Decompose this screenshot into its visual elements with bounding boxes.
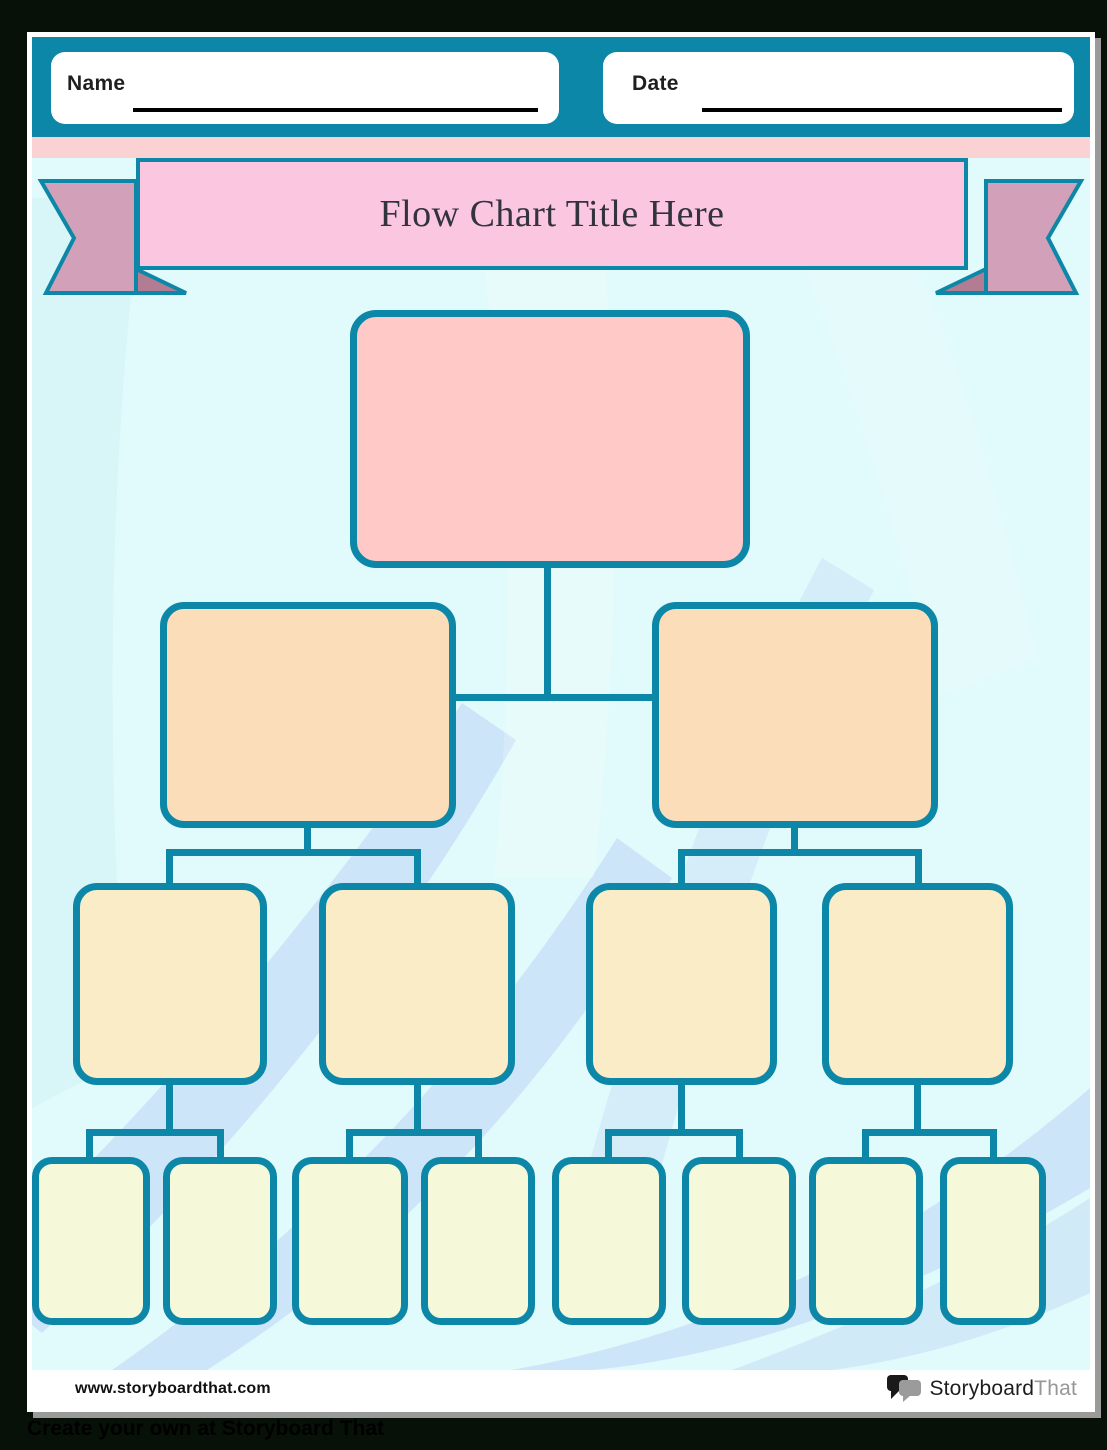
ribbon-fold-left	[134, 265, 187, 295]
connector-l2a-drop2	[414, 849, 421, 887]
connector-l1-horizontal	[456, 694, 654, 701]
flow-chart-title: Flow Chart Title Here	[379, 193, 725, 235]
speech-bubbles-icon	[887, 1374, 922, 1402]
logo-text-storyboard: Storyboard	[929, 1376, 1035, 1400]
connector-l3b-stem	[414, 1083, 421, 1136]
connector-l2a-stem	[304, 826, 311, 856]
connector-l3c-bracket	[605, 1129, 743, 1136]
flow-box-level4-3[interactable]	[292, 1157, 408, 1325]
name-field[interactable]: Name	[51, 52, 559, 124]
ribbon-fold-right	[935, 265, 988, 295]
title-banner[interactable]: Flow Chart Title Here	[136, 158, 968, 270]
flow-box-level3-d[interactable]	[822, 883, 1013, 1085]
flow-box-level3-b[interactable]	[319, 883, 515, 1085]
connector-l3c-drop1	[605, 1129, 612, 1161]
ribbon-ends	[37, 179, 1085, 295]
pink-divider	[32, 137, 1090, 158]
worksheet-page: Name Date	[27, 32, 1095, 1412]
name-label: Name	[67, 72, 126, 95]
connector-l3d-bracket	[862, 1129, 997, 1136]
header-bar: Name Date	[32, 37, 1090, 137]
logo-text-that: That	[1034, 1376, 1077, 1400]
flow-box-level4-8[interactable]	[940, 1157, 1046, 1325]
flow-box-level2-a[interactable]	[160, 602, 456, 828]
flow-box-level3-c[interactable]	[586, 883, 777, 1085]
connector-l2b-stem	[791, 826, 798, 856]
connector-l3c-stem	[678, 1083, 685, 1136]
bottom-bar: Create your own at Storyboard That	[27, 1417, 1107, 1450]
website-url: www.storyboardthat.com	[75, 1379, 271, 1397]
connector-l2b-bracket	[678, 849, 922, 856]
connector-l3a-drop1	[86, 1129, 93, 1161]
connector-l3d-drop2	[990, 1129, 997, 1161]
connector-l3d-stem	[914, 1083, 921, 1136]
flow-box-level1[interactable]	[350, 310, 750, 568]
flowchart-canvas: Flow Chart Title Here	[32, 158, 1090, 1370]
flow-box-level4-4[interactable]	[421, 1157, 535, 1325]
connector-l2b-drop1	[678, 849, 685, 887]
connector-l3a-stem	[166, 1083, 173, 1136]
connector-l2a-bracket	[166, 849, 421, 856]
storyboardthat-logo[interactable]: StoryboardThat	[887, 1374, 1077, 1403]
connector-l3b-drop2	[475, 1129, 482, 1161]
date-write-line[interactable]	[702, 108, 1062, 112]
connector-l2a-drop1	[166, 849, 173, 887]
connector-l2b-drop2	[915, 849, 922, 887]
page-footer: www.storyboardthat.com StoryboardThat	[32, 1370, 1090, 1407]
ribbon-tail-left	[37, 179, 138, 295]
flow-box-level3-a[interactable]	[73, 883, 267, 1085]
connector-l3a-bracket	[86, 1129, 224, 1136]
connector-l3b-bracket	[346, 1129, 482, 1136]
connector-l3b-drop1	[346, 1129, 353, 1161]
bottom-bar-text: Create your own at Storyboard That	[27, 1417, 385, 1440]
flow-box-level4-7[interactable]	[809, 1157, 923, 1325]
name-write-line[interactable]	[133, 108, 538, 112]
connector-l3d-drop1	[862, 1129, 869, 1161]
date-field[interactable]: Date	[603, 52, 1074, 124]
flow-box-level4-2[interactable]	[163, 1157, 277, 1325]
flow-box-level4-6[interactable]	[682, 1157, 796, 1325]
connector-l3c-drop2	[736, 1129, 743, 1161]
date-label: Date	[632, 72, 679, 95]
ribbon-tail-right	[984, 179, 1085, 295]
connector-l3a-drop2	[217, 1129, 224, 1161]
flow-box-level4-5[interactable]	[552, 1157, 666, 1325]
connector-l1-vertical	[544, 564, 551, 701]
flow-box-level4-1[interactable]	[32, 1157, 150, 1325]
flow-box-level2-b[interactable]	[652, 602, 938, 828]
